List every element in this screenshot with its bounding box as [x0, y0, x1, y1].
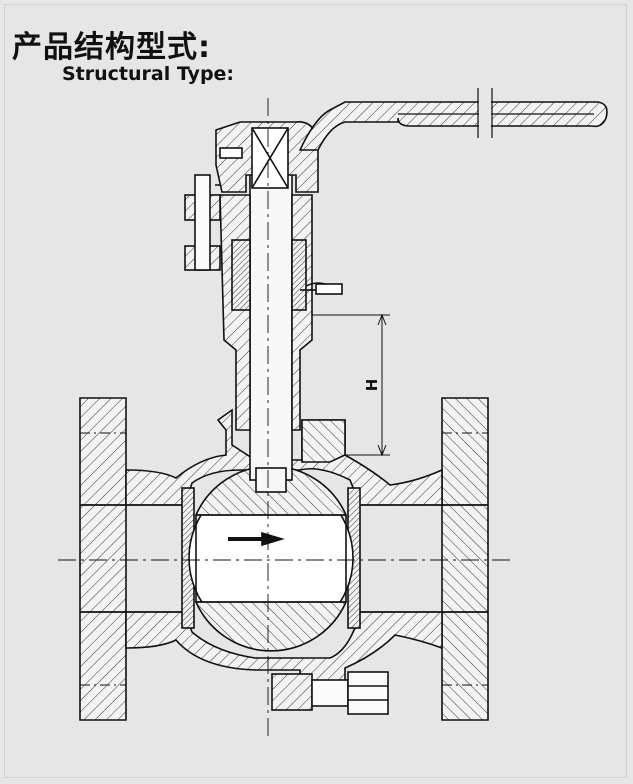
vent-fitting: [300, 282, 343, 295]
bonnet: [219, 194, 313, 431]
dimension-h: [312, 313, 390, 457]
title-english: Structural Type:: [62, 63, 235, 85]
title-chinese: 产品结构型式:: [12, 30, 211, 65]
lever-head: [215, 121, 319, 193]
valve-body-lower: [125, 611, 443, 691]
page-frame: [4, 4, 627, 778]
flow-arrow-icon: [228, 531, 285, 547]
dimension-h-label: H: [363, 379, 381, 392]
lever-handle: [298, 88, 608, 151]
ball: [188, 465, 354, 652]
drain-plug: [271, 671, 389, 715]
gland-bolt: [184, 174, 235, 271]
left-flange: [79, 397, 127, 721]
right-flange: [441, 397, 489, 721]
valve-body-upper: [125, 408, 443, 506]
